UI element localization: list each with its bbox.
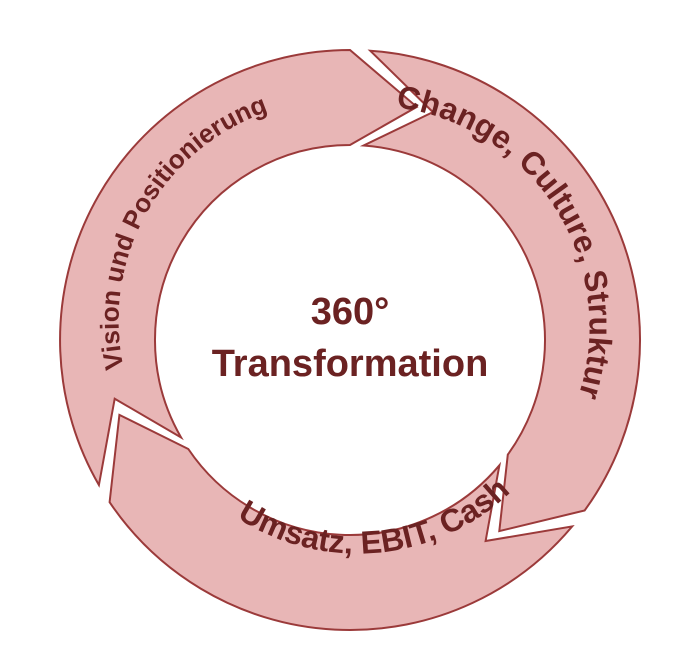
center-title-line1: 360° — [311, 291, 390, 333]
segment-change — [359, 49, 642, 533]
segment-vision — [59, 48, 419, 488]
segment-umsatz — [108, 413, 575, 632]
center-title-line2: Transformation — [212, 343, 489, 385]
